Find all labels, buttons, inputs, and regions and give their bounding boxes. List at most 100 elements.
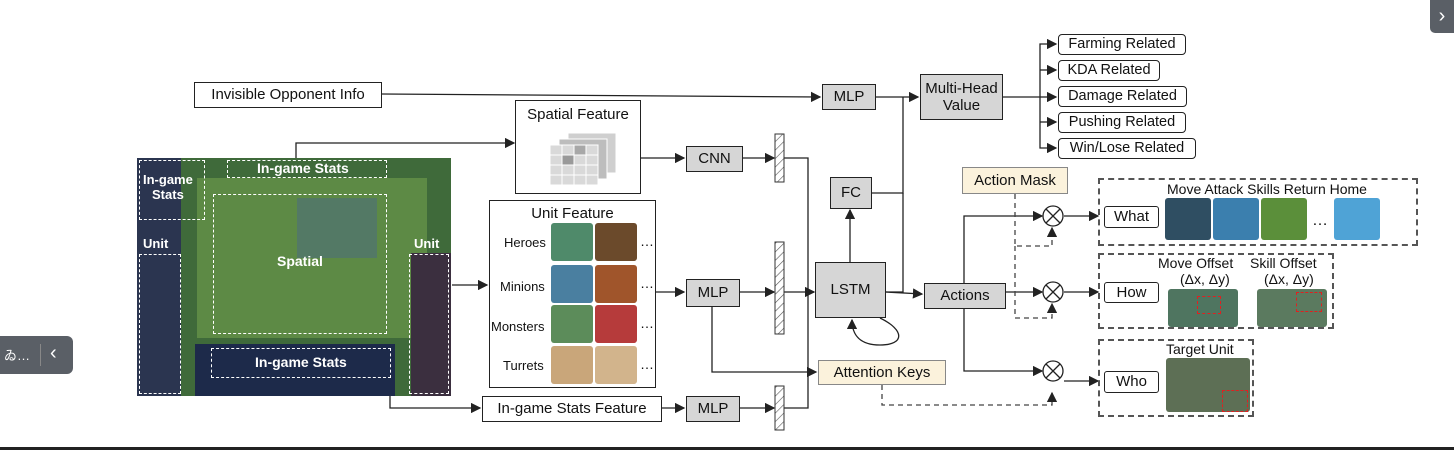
value-head-pushing: Pushing Related: [1058, 112, 1186, 133]
action-move-image: [1165, 198, 1211, 240]
screenshot-bottom-panel: [195, 344, 395, 396]
spatial-feature-title: Spatial Feature: [527, 106, 629, 123]
fc-module: FC: [830, 177, 872, 209]
chevron-right-icon[interactable]: ›: [1438, 5, 1446, 27]
edge-invisible-mlp: [381, 91, 822, 103]
who-label-box: Who: [1104, 371, 1159, 393]
unit-row-minions: Minions: [500, 279, 545, 294]
turret-image-2: [595, 346, 637, 384]
hero-image-1: [551, 223, 593, 261]
how-delta-skill: (Δx, Δy): [1264, 271, 1314, 287]
feature-bar-unit: [774, 241, 785, 335]
feature-bar-spatial: [774, 133, 785, 183]
value-head-winlose: Win/Lose Related: [1058, 138, 1196, 159]
unit-feature-title: Unit Feature: [531, 205, 614, 222]
edge-screen-spatial: [295, 137, 516, 160]
spatial-label: Spatial: [277, 253, 323, 269]
screenshot-left-panel: [137, 158, 181, 396]
lstm-module: LSTM: [815, 262, 886, 318]
action-return-home-image: [1334, 198, 1380, 240]
edge-attn-who: [881, 385, 1058, 406]
skill-offset-image: [1257, 289, 1327, 327]
ingame-stats-bottom-label: In-game Stats: [255, 354, 347, 370]
unit-row-heroes: Heroes: [504, 235, 546, 250]
edge-actions-who: [963, 309, 1044, 377]
attention-keys-box: Attention Keys: [818, 360, 946, 385]
skill-offset-marker: [1296, 292, 1322, 312]
unit-row-monsters: Monsters: [491, 319, 545, 334]
cnn-module: CNN: [686, 146, 743, 172]
monster-image-1: [551, 305, 593, 343]
how-head-panel: [1098, 253, 1334, 329]
edge-lstm-actions: [886, 193, 904, 293]
unit-ellipsis-1: …: [640, 233, 654, 249]
ingame-stats-feature-box: In-game Stats Feature: [482, 396, 662, 422]
ingame-stats-top-label: In-game Stats: [257, 160, 349, 176]
hero-image-2: [595, 223, 637, 261]
unit-left-label: Unit: [143, 236, 169, 251]
ingame-stats-bottom-region: [211, 348, 391, 378]
spatial-feature-box: Spatial Feature: [515, 100, 641, 194]
unit-ellipsis-2: …: [640, 275, 654, 291]
screenshot-river: [297, 198, 377, 258]
action-attack-image: [1213, 198, 1259, 240]
toolbar-divider: [40, 344, 41, 366]
ingame-stats-left-region: [139, 160, 205, 220]
edge-bars-lstm: [784, 157, 816, 298]
edge-screen-stats: [389, 396, 482, 414]
action-ellipsis: …: [1312, 212, 1328, 229]
unit-right-label: Unit: [414, 236, 440, 251]
move-offset-marker: [1197, 296, 1221, 314]
edge-fc-multihead: [872, 97, 904, 194]
spatial-region: [213, 194, 387, 334]
unit-right-region: [409, 254, 449, 394]
who-head-panel: [1098, 339, 1254, 417]
unit-ellipsis-3: …: [640, 315, 654, 331]
unit-feature-box: Unit Feature Heroes Minions Monsters Tur…: [489, 200, 656, 388]
multihead-value-module: Multi-Head Value: [920, 74, 1003, 120]
viewer-bottom-border: [0, 447, 1454, 450]
actions-module: Actions: [924, 283, 1006, 309]
feature-bar-stats: [774, 385, 785, 431]
mlp-stats-module: MLP: [686, 396, 740, 422]
turret-image-1: [551, 346, 593, 384]
who-caption: Target Unit: [1166, 341, 1234, 357]
unit-left-region: [139, 254, 181, 394]
what-head-caption: Move Attack Skills Return Home: [1167, 181, 1367, 197]
minion-image-2: [595, 265, 637, 303]
what-label-box: What: [1104, 206, 1159, 228]
edge-mask-how: [1014, 246, 1058, 319]
how-caption-skill-offset: Skill Offset: [1250, 255, 1317, 271]
ingame-stats-top-region: [227, 160, 387, 178]
value-head-damage: Damage Related: [1058, 86, 1187, 107]
viewer-right-toggle[interactable]: ›: [1430, 0, 1454, 33]
unit-ellipsis-4: …: [640, 356, 654, 372]
viewer-left-toolbar[interactable]: ゐ… ‹: [0, 336, 73, 374]
invisible-opponent-info-box: Invisible Opponent Info: [194, 82, 382, 108]
how-label-box: How: [1104, 282, 1159, 303]
value-head-farming: Farming Related: [1058, 34, 1186, 55]
what-head-panel: [1098, 178, 1418, 246]
edge-actions-what: [963, 210, 1044, 283]
chevron-left-icon[interactable]: ‹: [50, 342, 57, 364]
viewer-toolbar-text: ゐ…: [4, 348, 31, 363]
action-mask-box: Action Mask: [962, 167, 1068, 194]
action-skills-image: [1261, 198, 1307, 240]
how-caption-move-offset: Move Offset: [1158, 255, 1234, 271]
ingame-stats-left-label: In-game Stats: [143, 172, 193, 202]
multihead-value-label: Multi-Head Value: [925, 79, 998, 114]
edge-mlp-attention: [711, 307, 818, 378]
mlp-value-module: MLP: [822, 84, 876, 110]
target-unit-image: [1166, 358, 1250, 412]
spatial-grid-icon: [550, 133, 617, 185]
minion-image-1: [551, 265, 593, 303]
edge-lstm-loop: [846, 317, 900, 346]
monster-image-2: [595, 305, 637, 343]
value-head-kda: KDA Related: [1058, 60, 1160, 81]
game-screenshot: In-game Stats In-game Stats Spatial Unit…: [137, 158, 451, 396]
screenshot-right-panel: [411, 253, 451, 396]
target-unit-marker: [1222, 390, 1248, 412]
mlp-unit-module: MLP: [686, 279, 740, 307]
